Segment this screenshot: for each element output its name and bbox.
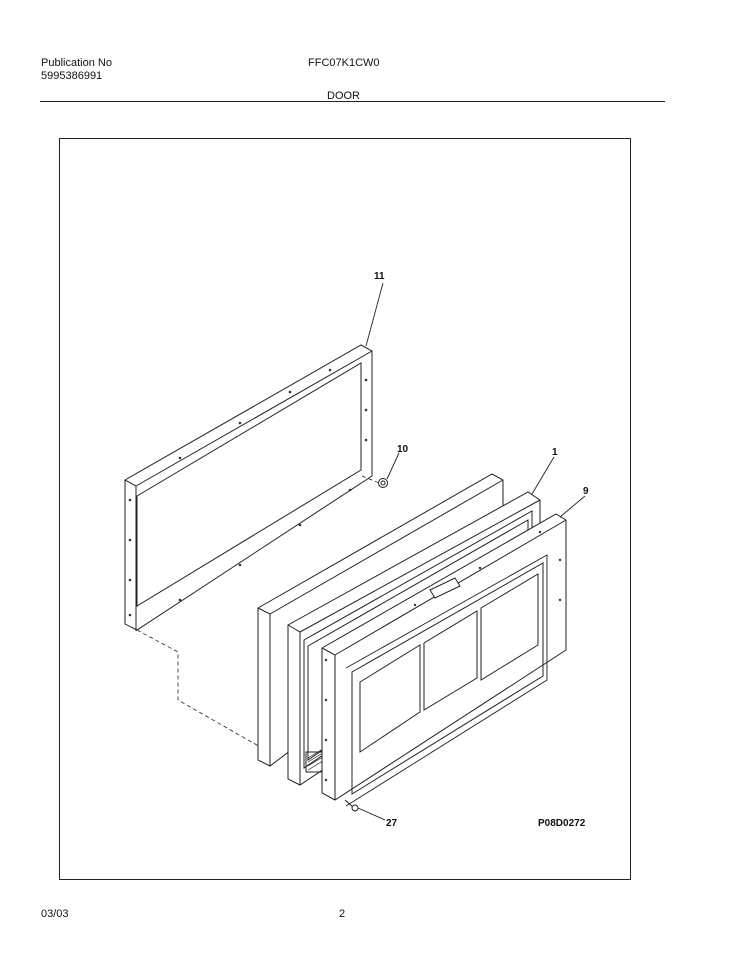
callout-10: 10 (397, 444, 409, 455)
model-number: FFC07K1CW0 (308, 57, 380, 69)
diagram-frame (59, 138, 631, 880)
header-rule (40, 101, 665, 102)
callout-1: 1 (552, 447, 558, 458)
callout-9: 9 (583, 486, 589, 497)
plug-part (378, 478, 388, 488)
figure-code: P08D0272 (538, 818, 586, 829)
outer-door-panel-part (321, 513, 567, 807)
section-title: DOOR (327, 90, 360, 102)
callout-27: 27 (386, 818, 398, 829)
callout-11: 11 (374, 271, 385, 282)
publication-number: 5995386991 (41, 70, 103, 82)
publication-label: Publication No (41, 57, 112, 69)
screw-part (344, 799, 359, 812)
footer-date: 03/03 (41, 908, 69, 920)
door-gasket-part (124, 344, 373, 631)
page-number: 2 (339, 908, 346, 920)
